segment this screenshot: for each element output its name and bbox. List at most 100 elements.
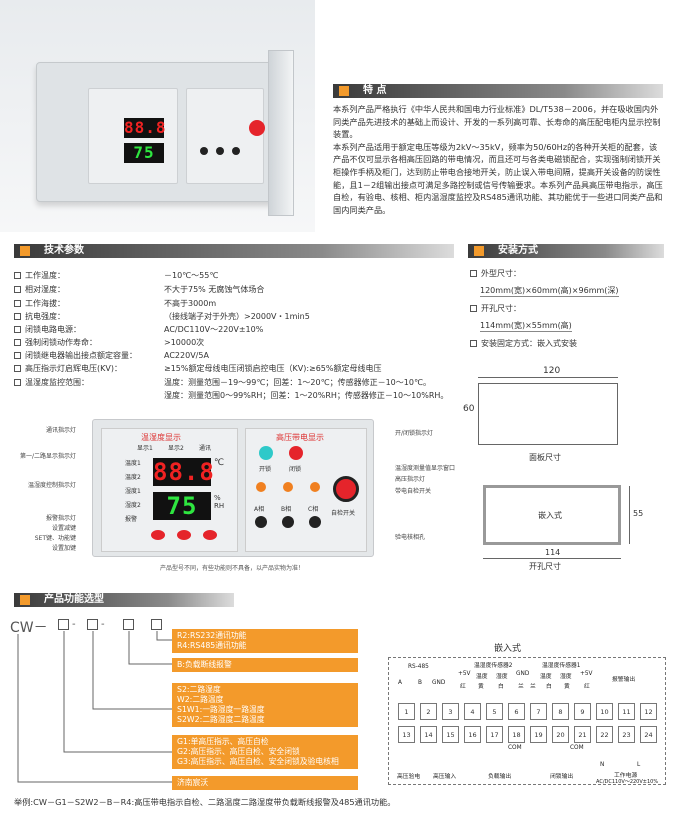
terminal: 5 (486, 703, 503, 720)
hum-unit: % RH (214, 494, 225, 510)
section-marker-icon (339, 86, 349, 96)
callout-alarm-indicator: 报警指示灯 (45, 515, 76, 522)
checkbox-icon (14, 286, 21, 293)
temp-b-label: 温度 (540, 674, 552, 680)
selftest-label: 自检开关 (331, 510, 356, 517)
hole-height-line (629, 486, 630, 544)
checkbox-icon (14, 339, 21, 346)
callout-hv-indicator: 高压指示灯 (395, 476, 426, 483)
power-label: 工作电源 (614, 773, 638, 779)
panel-width-line (478, 377, 618, 378)
terminal: 19 (530, 726, 547, 743)
callout-display-indicator: 第一/二路显示指示灯 (19, 453, 76, 460)
phase-c-socket[interactable] (309, 516, 321, 528)
temp1-label: 温度1 (125, 460, 141, 467)
spec-label: 温湿度监控范围： (25, 378, 89, 387)
n-label: N (600, 762, 605, 768)
terminal: 20 (552, 726, 569, 743)
callout-lock-indicator: 开/闭锁指示灯 (395, 430, 434, 437)
terminal: 22 (596, 726, 613, 743)
hum-b-label: 湿度 (560, 674, 572, 680)
open-label: 开锁 (259, 466, 272, 473)
sensor2-label: 温湿度传感器2 (474, 663, 513, 669)
spec-label: 高压指示灯启辉电压(KV)： (25, 364, 122, 373)
spec-value: AC/DC110V～220V±10% (164, 325, 264, 334)
hole-inner-label: 嵌入式 (538, 511, 562, 520)
phase-b-socket[interactable] (282, 516, 294, 528)
spec-row: 闭锁继电器输出接点额定容量： AC220V/5A (14, 350, 209, 362)
checkbox-icon (14, 326, 21, 333)
hv-input-label: 高压输入 (433, 774, 457, 780)
option-th: S2:二路湿度 W2:二路温度 S1W1:一路湿度一路温度 S2W2:二路湿度二… (172, 683, 358, 727)
terminal: 15 (442, 726, 459, 743)
terminal: 2 (420, 703, 437, 720)
hum2-label: 湿度2 (125, 502, 141, 509)
temp-unit: ℃ (214, 458, 225, 468)
minus-button[interactable] (151, 530, 165, 540)
hv-title: 高压带电显示 (276, 433, 324, 442)
terminal: 23 (618, 726, 635, 743)
display1-label: 显示1 (137, 445, 153, 452)
outer-size-label: 外型尺寸： (470, 268, 521, 279)
panel-size-caption: 面板尺寸 (529, 453, 561, 462)
spec-row: 工作温度：－10℃～55℃ (14, 270, 218, 282)
spec-label: 闭锁电路电源： (25, 325, 81, 334)
wire-red-b: 红 (584, 684, 590, 690)
callout-plus-key: 设置加键 (51, 545, 76, 552)
spec-row: 高压指示灯启辉电压(KV)：≥15%额定母线电压闭锁启控电压（KV):≥65%额… (14, 363, 382, 375)
spec-row: 闭锁电路电源： AC/DC110V～220V±10% (14, 324, 263, 336)
hole-size-value: 114mm(宽)×55mm(高) (480, 321, 572, 332)
terminal: 10 (596, 703, 613, 720)
model-box-2 (87, 619, 98, 630)
alarm-out-label: 报警输出 (612, 677, 636, 683)
wire-red-a: 红 (460, 684, 466, 690)
set-button[interactable] (177, 530, 191, 540)
terminal: 1 (398, 703, 415, 720)
terminal: 8 (552, 703, 569, 720)
section-marker-icon (20, 246, 30, 256)
alarm-label: 报警 (125, 516, 138, 523)
wire-blue-b: 兰 (530, 684, 536, 690)
hum1-label: 湿度1 (125, 488, 141, 495)
checkbox-icon (14, 313, 21, 320)
option-comm: R2:RS232通讯功能 R4:RS485通讯功能 (172, 629, 358, 653)
section-marker-icon (474, 246, 484, 256)
terminal-gnd-label: GND (432, 680, 446, 686)
install-method: 安装固定方式：嵌入式安装 (470, 338, 577, 349)
selftest-button[interactable] (333, 476, 359, 502)
outer-size-value: 120mm(宽)×60mm(高)×96mm(深) (480, 286, 619, 297)
com-label-2: COM (570, 745, 584, 751)
panel-rect (478, 383, 618, 445)
com-label-1: COM (508, 745, 522, 751)
callout-comm-indicator: 通讯指示灯 (45, 427, 76, 434)
model-prefix: CW－ (10, 620, 48, 636)
terminal: 24 (640, 726, 657, 743)
terminal: 13 (398, 726, 415, 743)
checkbox-icon (14, 379, 21, 386)
phase-a-lamp (256, 482, 266, 492)
features-text: 本系列产品严格执行《中华人民共和国电力行业标准》DL/T538－2006，并在吸… (333, 103, 663, 216)
hole-size-caption: 开孔尺寸 (529, 562, 561, 571)
hum-a-label: 湿度 (496, 674, 508, 680)
spec-value: 湿度：测量范围0～99%RH；回差：1～20%RH；传感器修正－10～10%RH… (164, 391, 449, 400)
phase-a-socket[interactable] (255, 516, 267, 528)
panel-size-height: 60 (463, 404, 475, 414)
l-label: L (637, 762, 641, 768)
hole-size-label: 开孔尺寸： (470, 303, 521, 314)
phase-a-label: A相 (254, 506, 265, 513)
spec-label: 强制闭锁动作寿命： (25, 338, 97, 347)
option-brand: 济南宸沃 (172, 776, 358, 790)
plus-button[interactable] (203, 530, 217, 540)
spec-label: 工作海拔： (25, 299, 65, 308)
rs485-label: RS-485 (408, 664, 429, 670)
features-paragraph-2: 本系列产品适用于额定电压等级为2kV～35kV，频率为50/60Hz的各种开关柜… (333, 141, 663, 215)
spec-value: AC220V/5A (164, 351, 209, 360)
spec-row: 抗电强度：（接线端子对于外壳）>2000V・1min5 (14, 311, 310, 323)
gnd2-label: GND (516, 671, 530, 677)
terminal: 17 (486, 726, 503, 743)
terminal: 9 (574, 703, 591, 720)
terminal: 6 (508, 703, 525, 720)
spec-row: 强制闭锁动作寿命： >10000次 (14, 337, 204, 349)
spec-value: >10000次 (164, 338, 205, 347)
spec-label: 闭锁继电器输出接点额定容量： (25, 351, 137, 360)
